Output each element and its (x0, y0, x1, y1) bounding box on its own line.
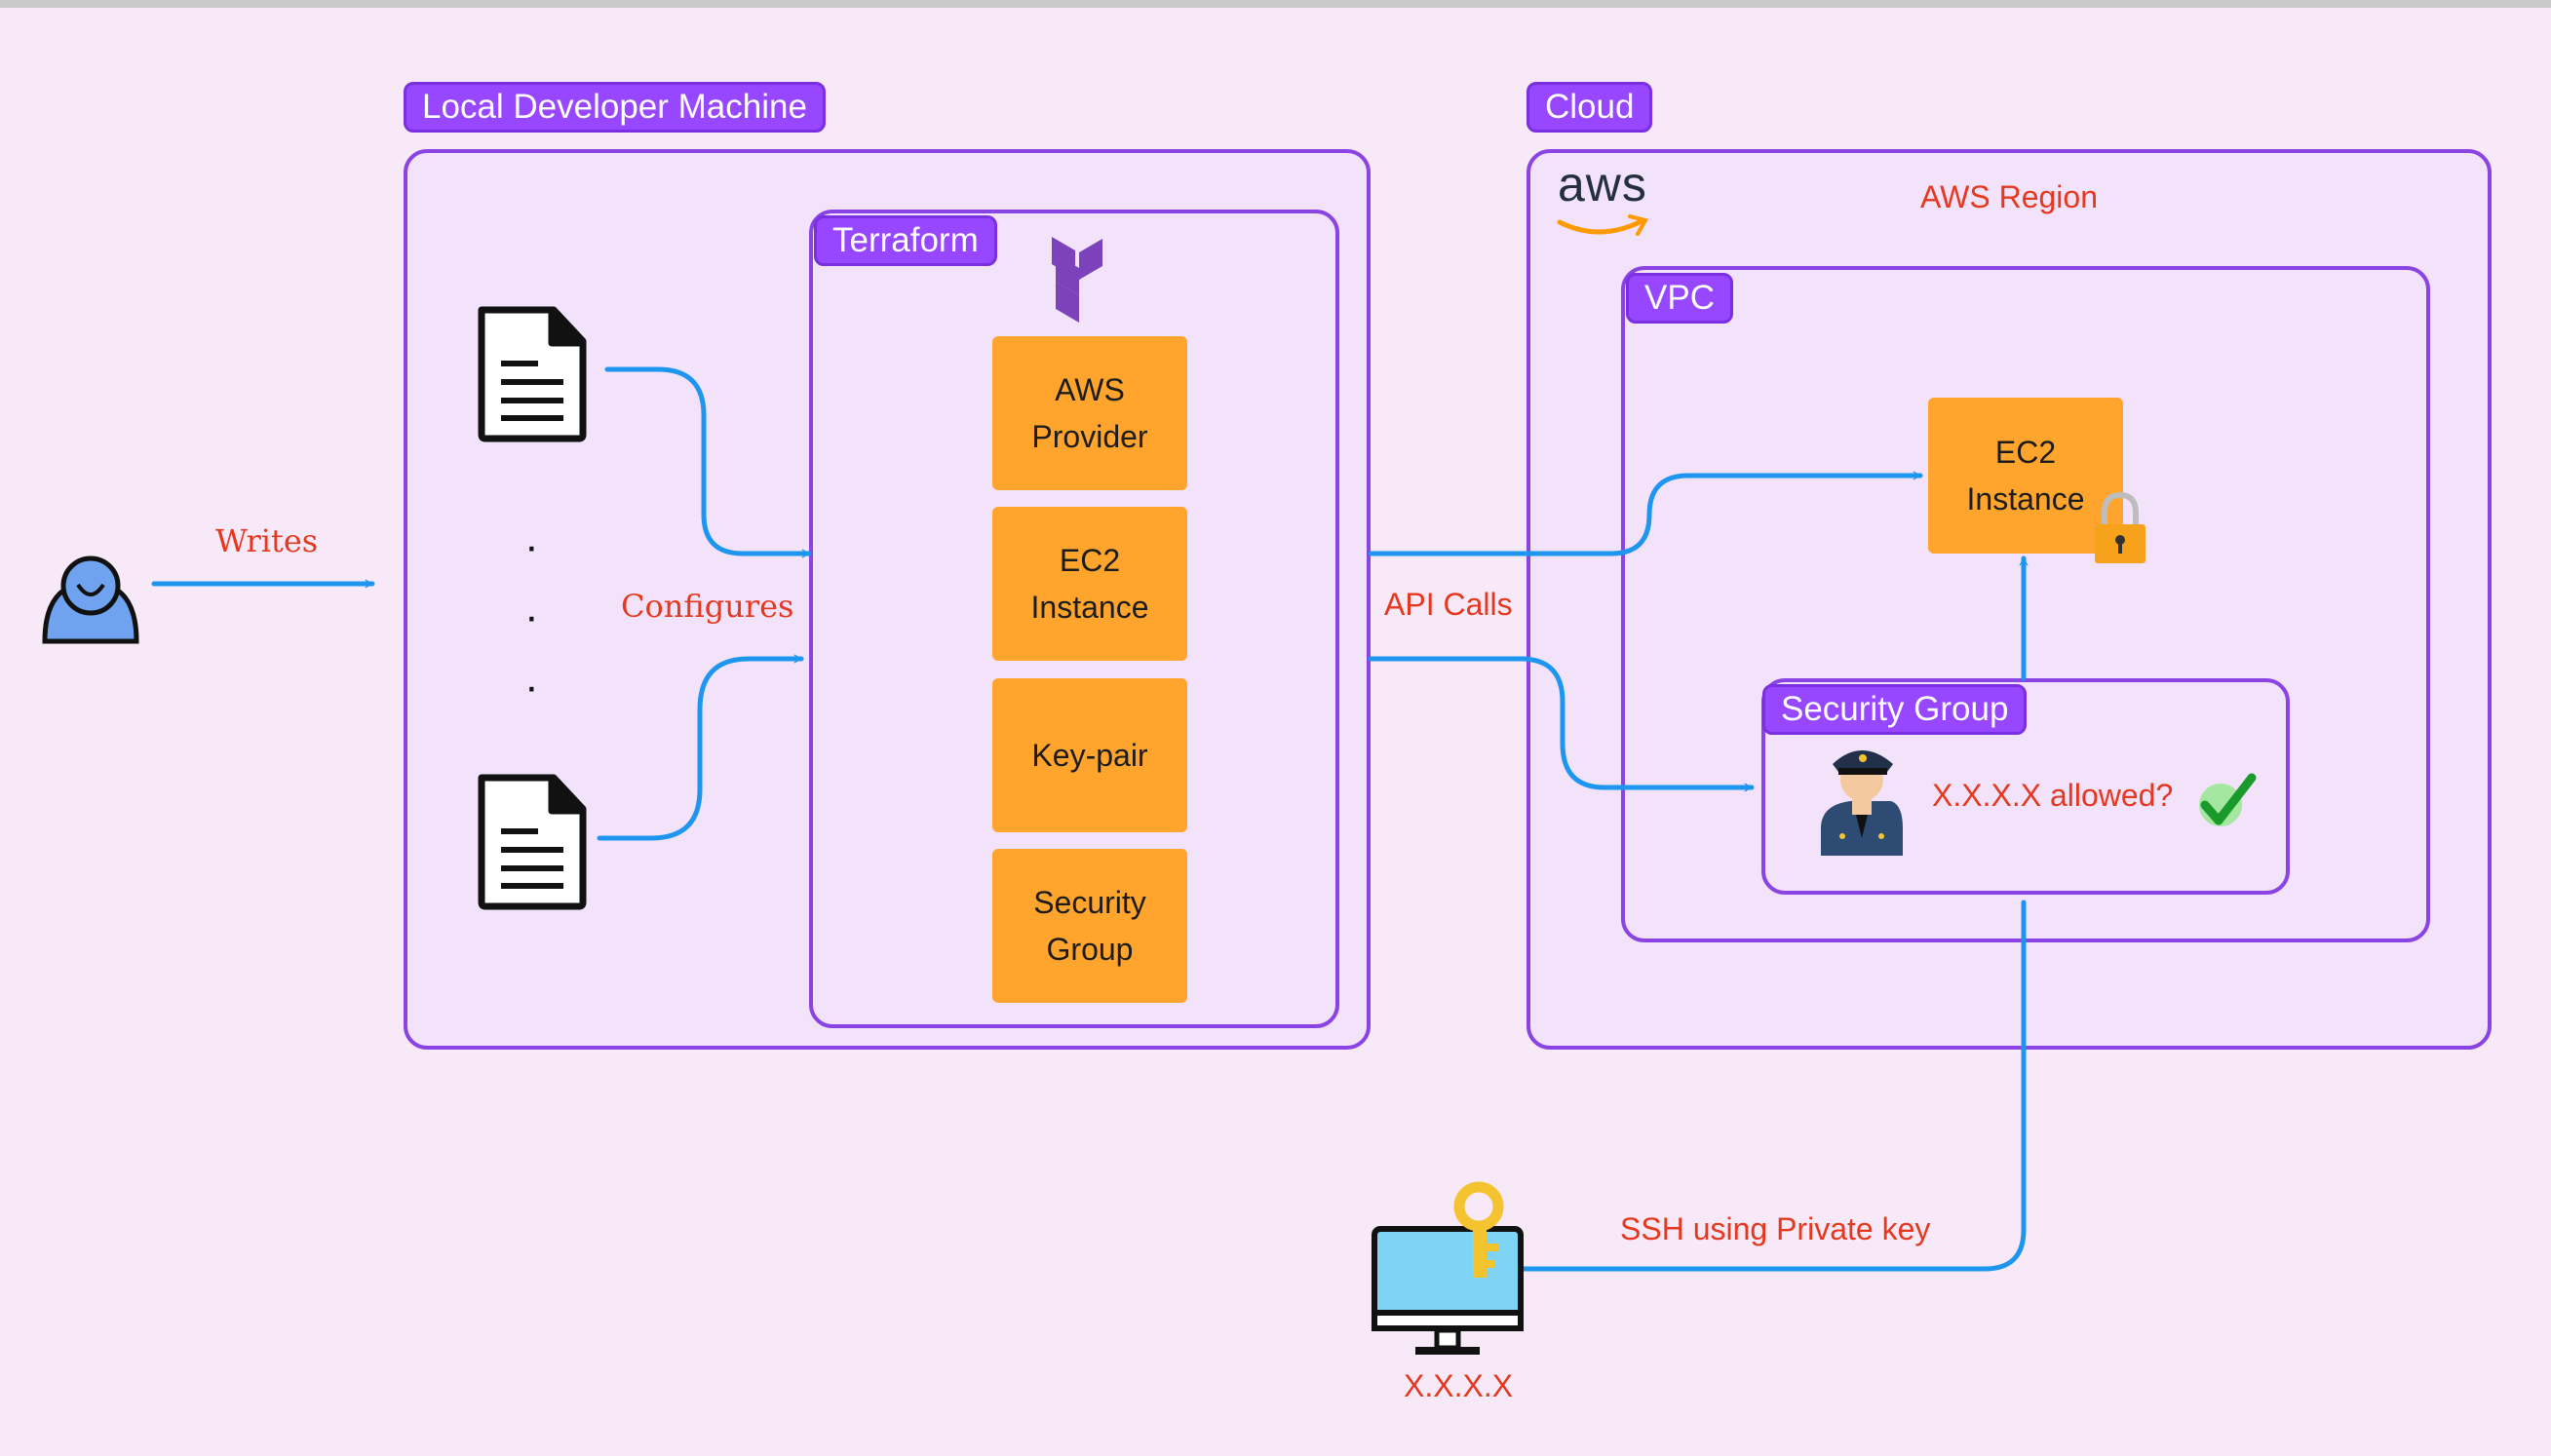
ellipsis-dot: · (524, 593, 539, 640)
sg-check-label: X.X.X.X allowed? (1932, 778, 2174, 813)
resource-ec2-instance: EC2 Instance (992, 507, 1187, 661)
api-calls-label: API Calls (1384, 587, 1513, 622)
lock-icon (2095, 491, 2145, 563)
vpc-tag: VPC (1626, 273, 1733, 324)
document-icon (478, 774, 587, 910)
aws-logo-text: aws (1558, 157, 1647, 211)
cloud-tag: Cloud (1527, 82, 1653, 133)
ellipsis-dot: · (524, 522, 539, 570)
security-group-tag: Security Group (1762, 684, 2028, 735)
terraform-tag: Terraform (814, 215, 997, 266)
aws-smile-icon (1557, 219, 1643, 235)
guard-icon (1821, 750, 1903, 856)
diagram-canvas: Local Developer Machine Terraform AWS Pr… (0, 8, 2551, 1456)
diagram-overlay (42, 214, 2257, 1355)
resource-aws-provider: AWS Provider (992, 336, 1187, 490)
terraform-logo-icon (1052, 237, 1102, 323)
resource-key-pair: Key-pair (992, 678, 1187, 832)
monitor-icon (1372, 1226, 1524, 1355)
document-icon (478, 306, 587, 442)
ssh-label: SSH using Private key (1620, 1211, 1931, 1246)
check-icon (2199, 773, 2257, 826)
configures-arrow-top (604, 366, 812, 554)
api-arrow-ec2 (1368, 476, 1923, 556)
resource-security-group: Security Group (992, 849, 1187, 1003)
writes-label: Writes (215, 522, 319, 559)
configures-label: Configures (621, 588, 794, 625)
cloud-ec2-instance: EC2 Instance (1928, 398, 2123, 554)
user-icon (42, 556, 139, 644)
configures-arrow-bottom (597, 659, 804, 841)
key-icon (1453, 1181, 1504, 1278)
ellipsis-dot: · (524, 663, 539, 710)
client-ip-label: X.X.X.X (1404, 1368, 1514, 1403)
aws-region-label: AWS Region (1920, 179, 2098, 214)
local-machine-tag: Local Developer Machine (404, 82, 826, 133)
api-arrow-sg (1368, 656, 1755, 787)
ssh-arrow (1518, 900, 2027, 1272)
